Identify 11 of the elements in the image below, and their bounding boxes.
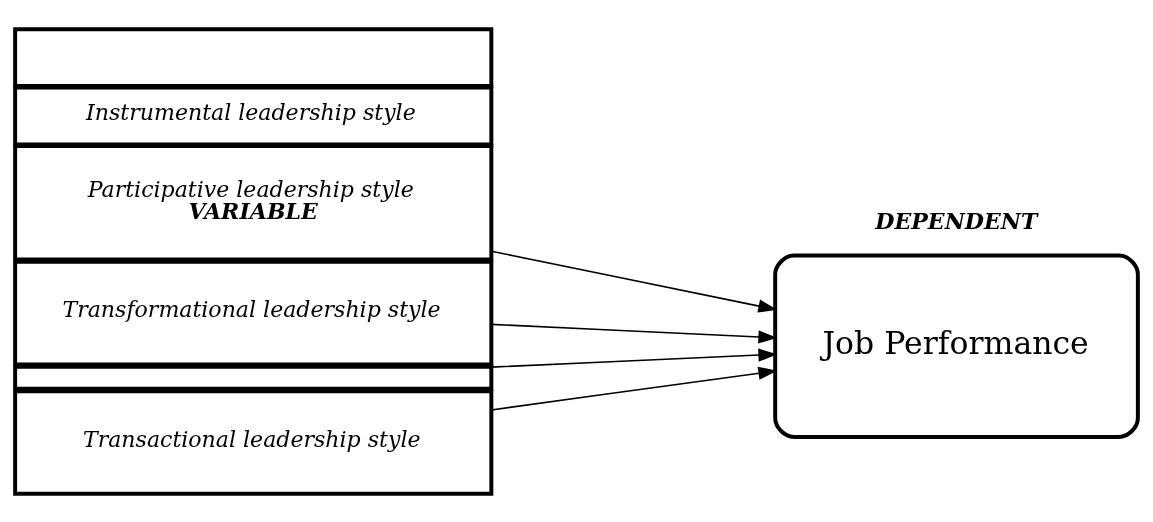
node-box: Instrumental leadership style (13, 85, 494, 146)
node-box: Participative leadership style VARIABLE (13, 143, 494, 261)
label: DEPENDENT (875, 207, 1038, 234)
node-box: Transformational leadership style (13, 259, 494, 366)
arrow (490, 366, 778, 411)
arrow (490, 323, 778, 344)
node-box (13, 364, 494, 391)
node-box (13, 26, 494, 88)
arrow (490, 348, 778, 368)
node-box: Transactional leadership style (13, 388, 494, 496)
node-box: Job Performance (773, 253, 1140, 439)
